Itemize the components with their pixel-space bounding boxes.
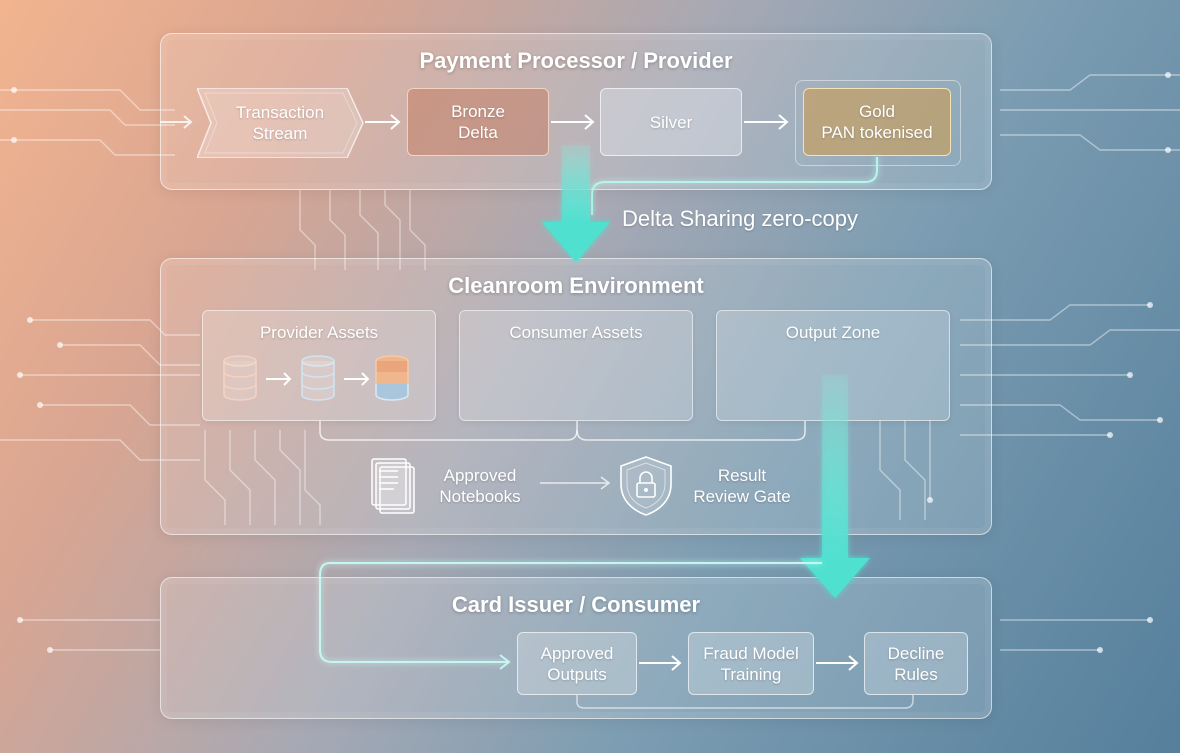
output-zone-box[interactable]: Output Zone (716, 310, 950, 421)
result-review-gate-label: Result Review Gate (693, 466, 791, 506)
decline-rules-line-1: Decline (887, 643, 945, 663)
bronze-line-1: Bronze (451, 102, 505, 121)
fraud-model-line-1: Fraud Model (703, 643, 799, 663)
approved-outputs-line-1: Approved (540, 643, 614, 663)
provider-assets-icons (223, 355, 409, 401)
bronze-delta-node[interactable]: Bronze Delta (407, 88, 549, 156)
gold-node[interactable]: Gold PAN tokenised (803, 88, 951, 156)
transaction-stream-node[interactable] (197, 88, 365, 158)
approved-outputs-line-2: Outputs (547, 664, 607, 684)
transaction-stream-label: Transaction Stream (235, 103, 325, 143)
fraud-model-line-2: Training (720, 664, 782, 684)
provider-title: Payment Processor / Provider (419, 48, 733, 73)
shield-lock-icon (620, 456, 672, 516)
database-icon (223, 355, 257, 401)
gold-outer-frame (795, 80, 961, 166)
consumer-assets-title: Consumer Assets (509, 323, 643, 342)
consumer-title: Card Issuer / Consumer (451, 592, 701, 617)
decline-rules-line-2: Rules (894, 664, 938, 684)
approved-notebooks-label: Approved Notebooks (439, 466, 521, 506)
silver-label: Silver (649, 112, 693, 132)
bronze-line-2: Delta (458, 123, 498, 142)
output-zone-title: Output Zone (785, 323, 881, 342)
database-icon (375, 355, 409, 401)
silver-node[interactable]: Silver (600, 88, 742, 156)
document-stack-icon (371, 458, 415, 514)
decline-rules-node[interactable]: Decline Rules (864, 632, 968, 695)
arrow-right-icon (344, 372, 370, 386)
delta-sharing-label: Delta Sharing zero-copy (622, 206, 859, 231)
cleanroom-title: Cleanroom Environment (448, 273, 704, 298)
database-icon (301, 355, 335, 401)
gold-line-1: Gold (859, 102, 895, 121)
approved-outputs-node[interactable]: Approved Outputs (517, 632, 637, 695)
provider-assets-title: Provider Assets (259, 323, 379, 342)
consumer-assets-box[interactable]: Consumer Assets (459, 310, 693, 421)
fraud-model-node[interactable]: Fraud Model Training (688, 632, 814, 695)
arrow-right-icon (266, 372, 292, 386)
gold-line-2: PAN tokenised (821, 123, 933, 142)
